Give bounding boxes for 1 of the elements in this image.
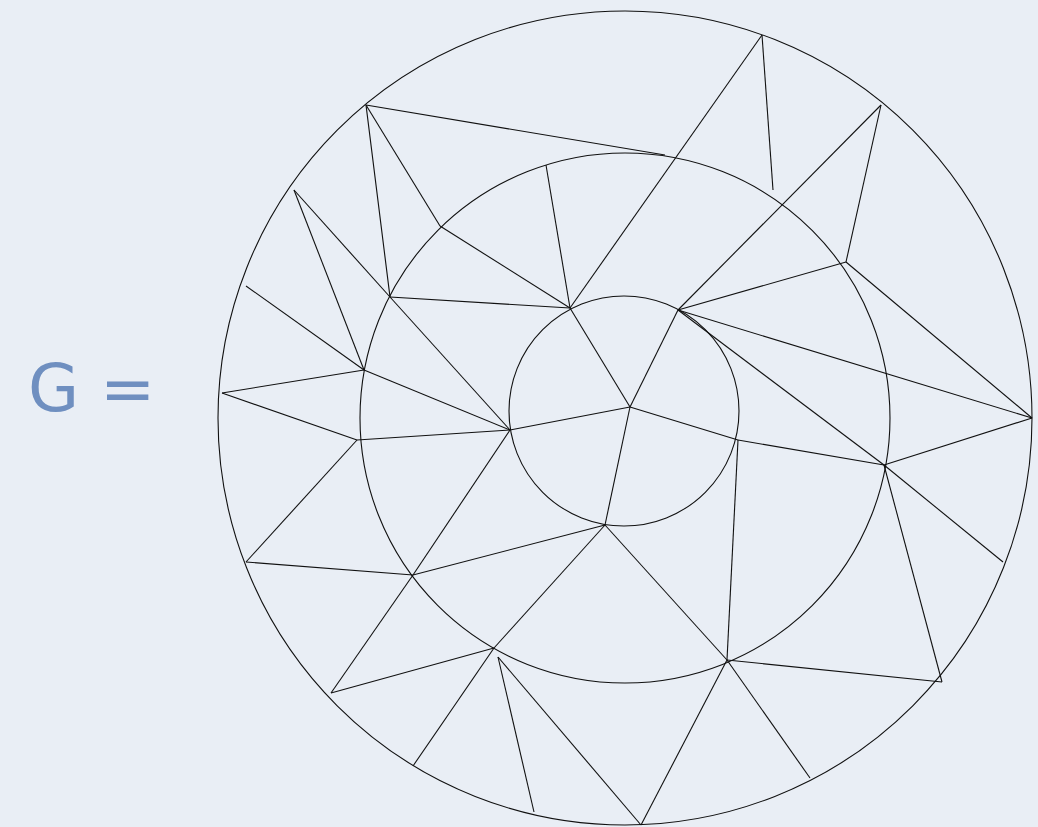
- graph-name-label: G =: [28, 350, 156, 427]
